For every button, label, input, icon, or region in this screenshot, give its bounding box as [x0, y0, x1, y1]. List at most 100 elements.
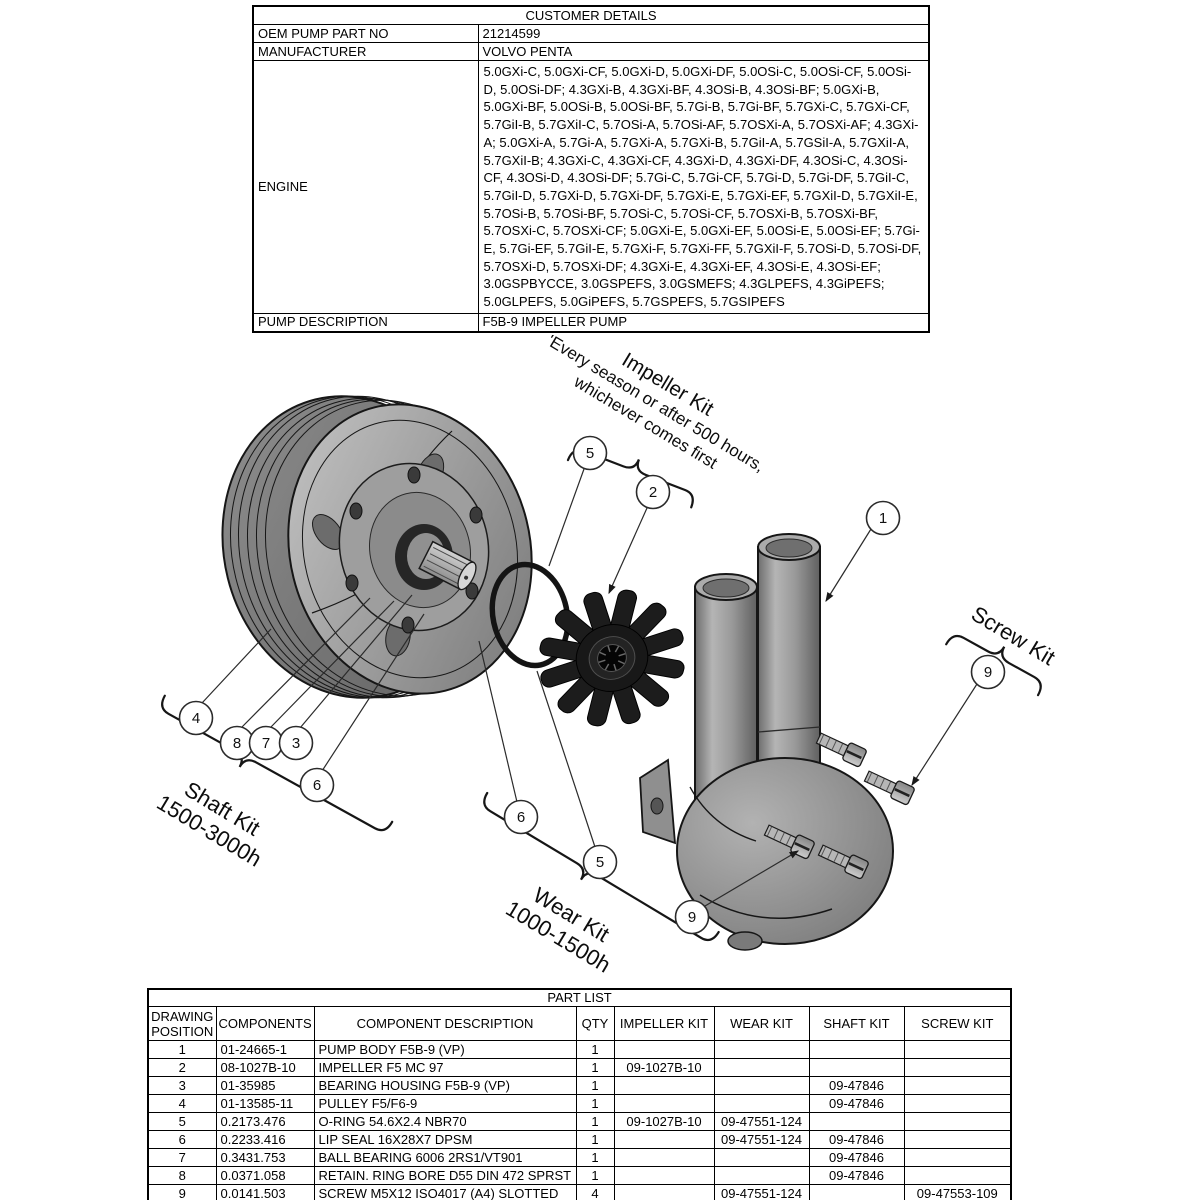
leader-line	[704, 850, 800, 907]
table-row: OEM PUMP PART NO 21214599	[252, 24, 930, 43]
cell: 09-1027B-10	[613, 1058, 715, 1077]
svg-text:7: 7	[262, 735, 270, 752]
customer-details-table: CUSTOMER DETAILS OEM PUMP PART NO 212145…	[252, 5, 931, 333]
cell: 1	[575, 1094, 615, 1113]
column-header: IMPELLER KIT	[613, 1006, 715, 1041]
cell: 0.2233.416	[215, 1130, 315, 1149]
pump-body	[639, 533, 894, 951]
column-header: DRAWING POSITION	[147, 1006, 217, 1041]
cell: 4	[575, 1184, 615, 1200]
cell	[903, 1166, 1012, 1185]
cell: 0.2173.476	[215, 1112, 315, 1131]
table-row: ENGINE 5.0GXi-C, 5.0GXi-CF, 5.0GXi-D, 5.…	[252, 60, 930, 314]
cell: 8	[147, 1166, 217, 1185]
shaft-kit-brace	[161, 694, 394, 832]
callout-5-bottom: 5	[582, 844, 618, 880]
cell: IMPELLER F5 MC 97	[313, 1058, 577, 1077]
customer-details-title: CUSTOMER DETAILS	[252, 5, 930, 25]
cell: 1	[147, 1040, 217, 1059]
cell: 01-24665-1	[215, 1040, 315, 1059]
cell	[613, 1148, 715, 1167]
cell: 09-47551-124	[713, 1112, 810, 1131]
cell	[613, 1166, 715, 1185]
cell: 1	[575, 1058, 615, 1077]
cell: 09-47846	[808, 1076, 905, 1095]
table-row: PART LIST	[147, 988, 1012, 1007]
svg-text:9: 9	[984, 664, 992, 681]
cell	[808, 1058, 905, 1077]
svg-text:6: 6	[517, 809, 525, 826]
row-label: PUMP DESCRIPTION	[252, 312, 479, 333]
manufacturer-value: VOLVO PENTA	[477, 42, 930, 61]
leader-line	[269, 600, 395, 729]
cell	[713, 1094, 810, 1113]
cell: PUMP BODY F5B-9 (VP)	[313, 1040, 577, 1059]
pump-description-value: F5B-9 IMPELLER PUMP	[477, 312, 930, 333]
screw-kit-brace	[945, 634, 1042, 697]
exploded-diagram: Impeller Kit 'Every season or after 500 …	[152, 335, 1059, 978]
cell	[903, 1058, 1012, 1077]
callout-8: 8	[219, 725, 255, 761]
cell	[613, 1184, 715, 1200]
row-label: OEM PUMP PART NO	[252, 24, 479, 43]
cell: BALL BEARING 6006 2RS1/VT901	[313, 1148, 577, 1167]
column-header: SCREW KIT	[903, 1006, 1012, 1041]
cell	[808, 1112, 905, 1131]
cell: RETAIN. RING BORE D55 DIN 472 SPRST	[313, 1166, 577, 1185]
cell: 09-47551-124	[713, 1184, 810, 1200]
column-header: SHAFT KIT	[808, 1006, 905, 1041]
svg-text:1: 1	[879, 510, 887, 527]
leader-line	[911, 683, 978, 787]
oem-pump-part-no-value: 21214599	[477, 24, 930, 43]
cell: 0.0141.503	[215, 1184, 315, 1200]
leader-line	[321, 613, 425, 772]
cell	[903, 1040, 1012, 1059]
table-row: PUMP DESCRIPTION F5B-9 IMPELLER PUMP	[252, 312, 930, 333]
cell: 09-47846	[808, 1130, 905, 1149]
cell: 1	[575, 1148, 615, 1167]
cell	[713, 1166, 810, 1185]
leader-line	[201, 628, 272, 704]
part-list-title: PART LIST	[147, 988, 1012, 1007]
cell: PULLEY F5/F6-9	[313, 1094, 577, 1113]
callout-6-mid: 6	[503, 799, 539, 835]
cell: 09-47846	[808, 1148, 905, 1167]
cell	[613, 1076, 715, 1095]
pulley	[221, 395, 533, 699]
cell: 08-1027B-10	[215, 1058, 315, 1077]
column-header: COMPONENT DESCRIPTION	[313, 1006, 577, 1041]
cell	[713, 1040, 810, 1059]
cell	[613, 1040, 715, 1059]
cell	[903, 1148, 1012, 1167]
impeller	[539, 589, 685, 727]
column-header: WEAR KIT	[713, 1006, 810, 1041]
callout-9-right: 9	[970, 654, 1006, 690]
callout-2: 2	[635, 474, 671, 510]
engine-list-value: 5.0GXi-C, 5.0GXi-CF, 5.0GXi-D, 5.0GXi-DF…	[477, 60, 930, 314]
cell: 1	[575, 1112, 615, 1131]
cell: 1	[575, 1040, 615, 1059]
cell	[808, 1184, 905, 1200]
svg-text:5: 5	[586, 445, 594, 462]
leader-line	[608, 507, 648, 595]
cell	[808, 1040, 905, 1059]
leader-line	[825, 528, 872, 603]
cell: 3	[147, 1076, 217, 1095]
cell: BEARING HOUSING F5B-9 (VP)	[313, 1076, 577, 1095]
callout-3: 3	[278, 725, 314, 761]
o-ring	[489, 561, 571, 669]
cell: LIP SEAL 16X28X7 DPSM	[313, 1130, 577, 1149]
cell: O-RING 54.6X2.4 NBR70	[313, 1112, 577, 1131]
cell: 09-1027B-10	[613, 1112, 715, 1131]
pulley-shaft	[418, 540, 477, 591]
cell	[903, 1076, 1012, 1095]
cell: 09-47553-109	[903, 1184, 1012, 1200]
row-label: ENGINE	[252, 60, 479, 314]
